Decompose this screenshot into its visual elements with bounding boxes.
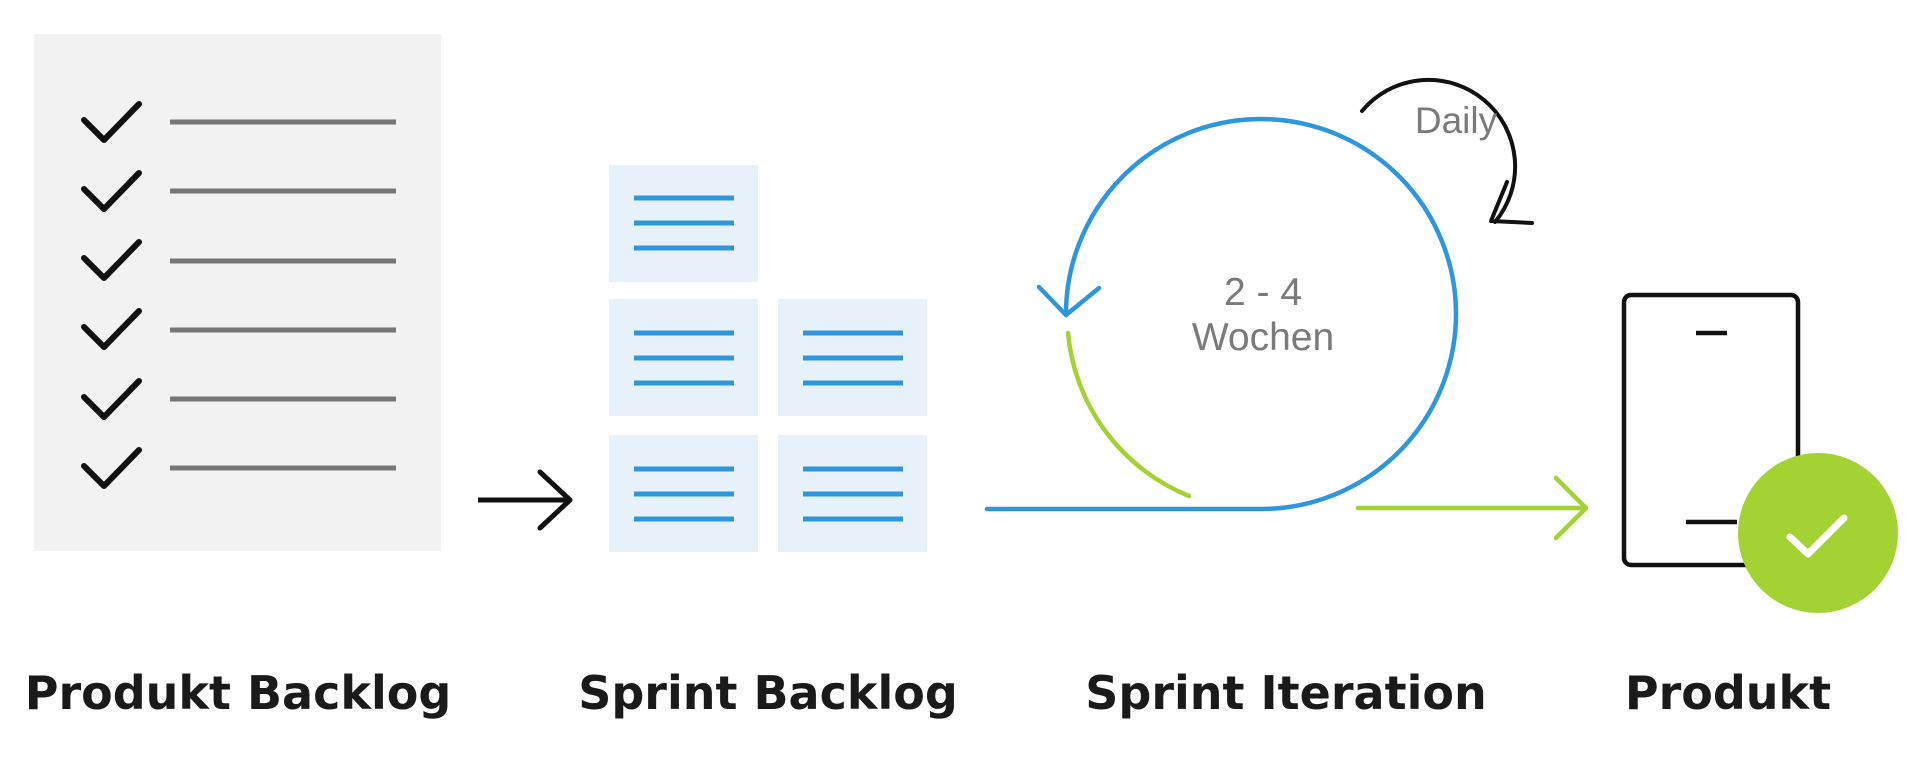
- backlog-item: [81, 239, 396, 281]
- backlog-item: [81, 378, 396, 420]
- delivery-arrow-icon: [1355, 475, 1589, 541]
- loop-arrowhead-icon: [1036, 284, 1102, 318]
- sprint-card: [609, 165, 758, 282]
- sprint-card: [778, 435, 927, 552]
- sprint-iteration-label: Sprint Iteration: [1085, 666, 1487, 720]
- sprint-card: [609, 435, 758, 552]
- checkmark-icon: [81, 170, 142, 212]
- sprint-backlog-label: Sprint Backlog: [578, 666, 958, 720]
- sprint-iteration-cycle: 2 - 4 Wochen Daily: [984, 77, 1534, 512]
- arrow-right-icon: [478, 469, 573, 531]
- iteration-duration-unit: Wochen: [1192, 316, 1334, 359]
- checkmark-icon: [81, 239, 142, 281]
- backlog-item: [81, 170, 396, 212]
- daily-cycle-arrow: [1360, 77, 1518, 224]
- daily-arrowhead-icon: [1489, 180, 1534, 225]
- product-label: Produkt: [1624, 666, 1832, 720]
- sprint-card: [778, 299, 927, 416]
- checkmark-icon: [81, 101, 142, 143]
- checkmark-icon: [81, 378, 142, 420]
- success-check-icon: [1738, 453, 1898, 613]
- iteration-loop-green: [1065, 330, 1192, 499]
- backlog-item: [81, 308, 396, 350]
- iteration-loop-blue: [984, 116, 1459, 512]
- backlog-item: [81, 447, 396, 489]
- checkmark-icon: [81, 447, 142, 489]
- backlog-item: [81, 101, 396, 143]
- iteration-duration-value: 2 - 4: [1224, 271, 1302, 314]
- product-backlog-label: Produkt Backlog: [24, 666, 452, 720]
- sprint-card: [609, 299, 758, 416]
- product-backlog-sheet: [34, 34, 441, 551]
- daily-label: Daily: [1415, 100, 1498, 141]
- sprint-backlog-cards: [609, 165, 927, 552]
- checkmark-icon: [81, 308, 142, 350]
